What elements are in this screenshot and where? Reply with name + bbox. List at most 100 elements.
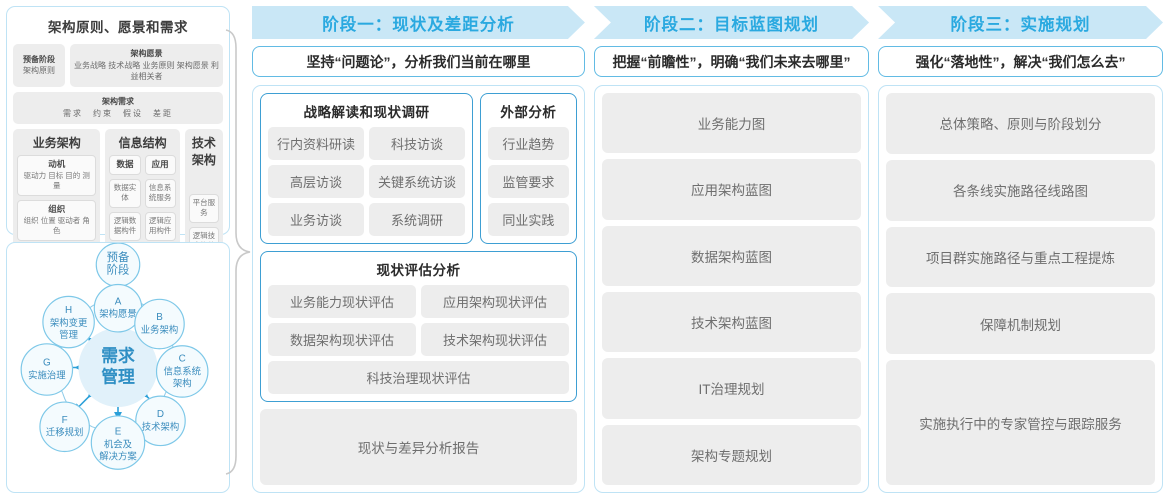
stage-1-footer-report[interactable]: 现状与差异分析报告 bbox=[260, 409, 577, 485]
togaf-wbox: 动机 驱动力 目标 目的 测量 bbox=[17, 154, 97, 196]
pill-row: 高层访谈 关键系统访谈 bbox=[268, 165, 465, 198]
svg-text:C: C bbox=[179, 354, 186, 365]
list-item[interactable]: 保障机制规划 bbox=[886, 293, 1155, 355]
pill-item[interactable]: 业务能力现状评估 bbox=[268, 285, 416, 318]
togaf-box-prelim: 预备阶段 架构原则 bbox=[13, 44, 65, 87]
stage-1-body: 战略解读和现状调研 行内资料研读 科技访谈 高层访谈 关键系统访谈 bbox=[252, 85, 585, 493]
pill-item[interactable]: 科技访谈 bbox=[368, 127, 465, 160]
list-item[interactable]: 应用架构蓝图 bbox=[601, 159, 862, 220]
adm-node-c bbox=[155, 345, 209, 398]
stage-2-banner: 阶段二：目标蓝图规划 bbox=[594, 6, 869, 39]
togaf-box-prelim-body: 架构原则 bbox=[23, 66, 55, 76]
list-item[interactable]: 业务能力图 bbox=[601, 93, 862, 154]
pill-item[interactable]: 高层访谈 bbox=[268, 165, 364, 198]
svg-text:G: G bbox=[43, 358, 51, 369]
list-item[interactable]: 实施执行中的专家管控与跟踪服务 bbox=[886, 360, 1155, 485]
brace-connector bbox=[225, 29, 251, 475]
togaf-title: 架构原则、愿景和需求 bbox=[48, 20, 188, 35]
stage-3-banner-wrap: 阶段三：实施规划 bbox=[878, 6, 1163, 39]
svg-text:机会及: 机会及 bbox=[104, 439, 133, 450]
adm-node-g bbox=[20, 343, 74, 396]
list-item[interactable]: 数据架构蓝图 bbox=[601, 225, 862, 286]
togaf-section-technology-cap: 技术架构 bbox=[191, 135, 216, 167]
pill-item[interactable]: 数据架构现状评估 bbox=[268, 323, 416, 356]
togaf-wbox: 组织 组织 位置 驱动者 角色 bbox=[17, 199, 97, 241]
togaf-box-requirements: 架构需求 需求 约束 假设 差距 bbox=[13, 91, 223, 124]
svg-text:迁移规划: 迁移规划 bbox=[46, 427, 84, 438]
stage-1-subtitle: 坚持“问题论”，分析我们当前在哪里 bbox=[252, 46, 585, 77]
stage-1-banner: 阶段一：现状及差距分析 bbox=[252, 6, 585, 39]
card-title: 外部分析 bbox=[500, 105, 557, 120]
list-item[interactable]: 技术架构蓝图 bbox=[601, 291, 862, 353]
togaf-wbox: 逻辑应用构件 bbox=[144, 211, 176, 241]
pill-item[interactable]: 监管要求 bbox=[487, 165, 569, 198]
pill-item[interactable]: 系统调研 bbox=[368, 203, 465, 236]
pill-row: 科技治理现状评估 bbox=[268, 361, 569, 394]
pill-item[interactable]: 同业实践 bbox=[487, 203, 569, 236]
wbox-body: 驱动力 目标 目的 测量 bbox=[23, 170, 90, 191]
stage-3-subtitle: 强化“落地性”，解决“我们怎么去” bbox=[878, 46, 1163, 77]
svg-text:技术架构: 技术架构 bbox=[142, 421, 180, 432]
stage-3-body: 总体策略、原则与阶段划分 各条线实施路径线路图 项目群实施路径与重点工程提炼 保… bbox=[878, 85, 1163, 493]
adm-node-f bbox=[39, 401, 90, 453]
wbox-head: 应用 bbox=[151, 158, 169, 169]
svg-text:业务架构: 业务架构 bbox=[141, 324, 179, 335]
pill-item[interactable]: 关键系统访谈 bbox=[368, 165, 465, 198]
togaf-box-requirements-head: 架构需求 bbox=[102, 96, 134, 106]
left-column: 架构原则、愿景和需求 预备阶段 架构原则 架构愿景 业务战略 技术战略 业务原则… bbox=[6, 6, 230, 493]
togaf-wbox: 信息系统服务 bbox=[144, 178, 176, 208]
adm-node-b bbox=[134, 298, 185, 350]
togaf-wbox: 逻辑数据构件 bbox=[109, 211, 141, 241]
togaf-box-prelim-head: 预备阶段 bbox=[23, 54, 55, 64]
togaf-box-vision-head: 架构愿景 bbox=[130, 49, 163, 58]
svg-text:预备: 预备 bbox=[107, 250, 130, 264]
list-item[interactable]: 各条线实施路径线路图 bbox=[886, 159, 1155, 221]
wbox-head: 动机 bbox=[48, 158, 66, 169]
togaf-row-principles: 预备阶段 架构原则 架构愿景 业务战略 技术战略 业务原则 架构愿景 利益相关者 bbox=[13, 44, 223, 87]
wbox-head: 组织 bbox=[48, 203, 66, 214]
pill-item[interactable]: 应用架构现状评估 bbox=[420, 285, 569, 318]
togaf-wbox: 应用 bbox=[144, 154, 176, 175]
card-title: 战略解读和现状调研 bbox=[303, 105, 430, 120]
stages-container: 阶段一：现状及差距分析 坚持“问题论”，分析我们当前在哪里 战略解读和现状调研 … bbox=[252, 6, 1163, 493]
card-strategy-research: 战略解读和现状调研 行内资料研读 科技访谈 高层访谈 关键系统访谈 bbox=[260, 93, 473, 244]
svg-text:管理: 管理 bbox=[59, 329, 78, 340]
adm-cycle-panel: 需求 管理 预备 阶段 A 架构愿景 B 业务架构 C 信息系统 架构 bbox=[6, 242, 230, 493]
svg-text:架构变更: 架构变更 bbox=[50, 317, 88, 328]
adm-cycle-diagram: 需求 管理 预备 阶段 A 架构愿景 B 业务架构 C 信息系统 架构 bbox=[20, 243, 209, 470]
wbox-body: 逻辑应用构件 bbox=[148, 215, 172, 236]
pill-row: 行内资料研读 科技访谈 bbox=[268, 127, 465, 160]
adm-center-circle bbox=[78, 327, 158, 408]
card-title: 现状评估分析 bbox=[376, 263, 461, 278]
togaf-box-requirements-body: 需求 约束 假设 差距 bbox=[63, 108, 173, 118]
stage-3-banner: 阶段三：实施规划 bbox=[878, 6, 1163, 39]
togaf-section-business-cap: 业务架构 bbox=[32, 135, 81, 150]
svg-text:架构愿景: 架构愿景 bbox=[99, 308, 137, 319]
pill-row: 业务访谈 系统调研 bbox=[268, 203, 465, 236]
stage-1-top-row: 战略解读和现状调研 行内资料研读 科技访谈 高层访谈 关键系统访谈 bbox=[260, 93, 577, 244]
adm-node-e bbox=[90, 415, 146, 470]
svg-text:H: H bbox=[65, 305, 72, 316]
list-item[interactable]: 架构专题规划 bbox=[601, 424, 862, 485]
svg-text:架构: 架构 bbox=[173, 377, 192, 388]
stage-1-banner-wrap: 阶段一：现状及差距分析 bbox=[252, 6, 585, 39]
stage-3: 阶段三：实施规划 强化“落地性”，解决“我们怎么去” 总体策略、原则与阶段划分 … bbox=[878, 6, 1163, 493]
pill-item[interactable]: 技术架构现状评估 bbox=[420, 323, 569, 356]
stage-2: 阶段二：目标蓝图规划 把握“前瞻性”，明确“我们未来去哪里” 业务能力图 应用架… bbox=[593, 6, 870, 493]
svg-text:实施治理: 实施治理 bbox=[28, 369, 66, 380]
stage-2-subtitle: 把握“前瞻性”，明确“我们未来去哪里” bbox=[593, 46, 870, 77]
list-item[interactable]: IT治理规划 bbox=[601, 358, 862, 419]
pill-row: 数据架构现状评估 技术架构现状评估 bbox=[268, 323, 569, 356]
togaf-wbox: 数据 bbox=[109, 154, 141, 175]
togaf-wbox: 平台服务 bbox=[188, 193, 219, 223]
wbox-body: 组织 位置 驱动者 角色 bbox=[23, 215, 90, 236]
pill-item[interactable]: 行内资料研读 bbox=[268, 127, 364, 160]
card-current-assessment: 现状评估分析 业务能力现状评估 应用架构现状评估 数据架构现状评估 技术架构现状… bbox=[260, 251, 577, 402]
pill-item[interactable]: 科技治理现状评估 bbox=[268, 361, 569, 394]
adm-center-line2: 管理 bbox=[101, 366, 135, 386]
pill-item[interactable]: 业务访谈 bbox=[268, 203, 364, 236]
togaf-wbox: 数据实体 bbox=[109, 178, 141, 208]
list-item[interactable]: 项目群实施路径与重点工程提炼 bbox=[886, 226, 1155, 288]
pill-item[interactable]: 行业趋势 bbox=[487, 127, 569, 160]
list-item[interactable]: 总体策略、原则与阶段划分 bbox=[886, 93, 1155, 154]
